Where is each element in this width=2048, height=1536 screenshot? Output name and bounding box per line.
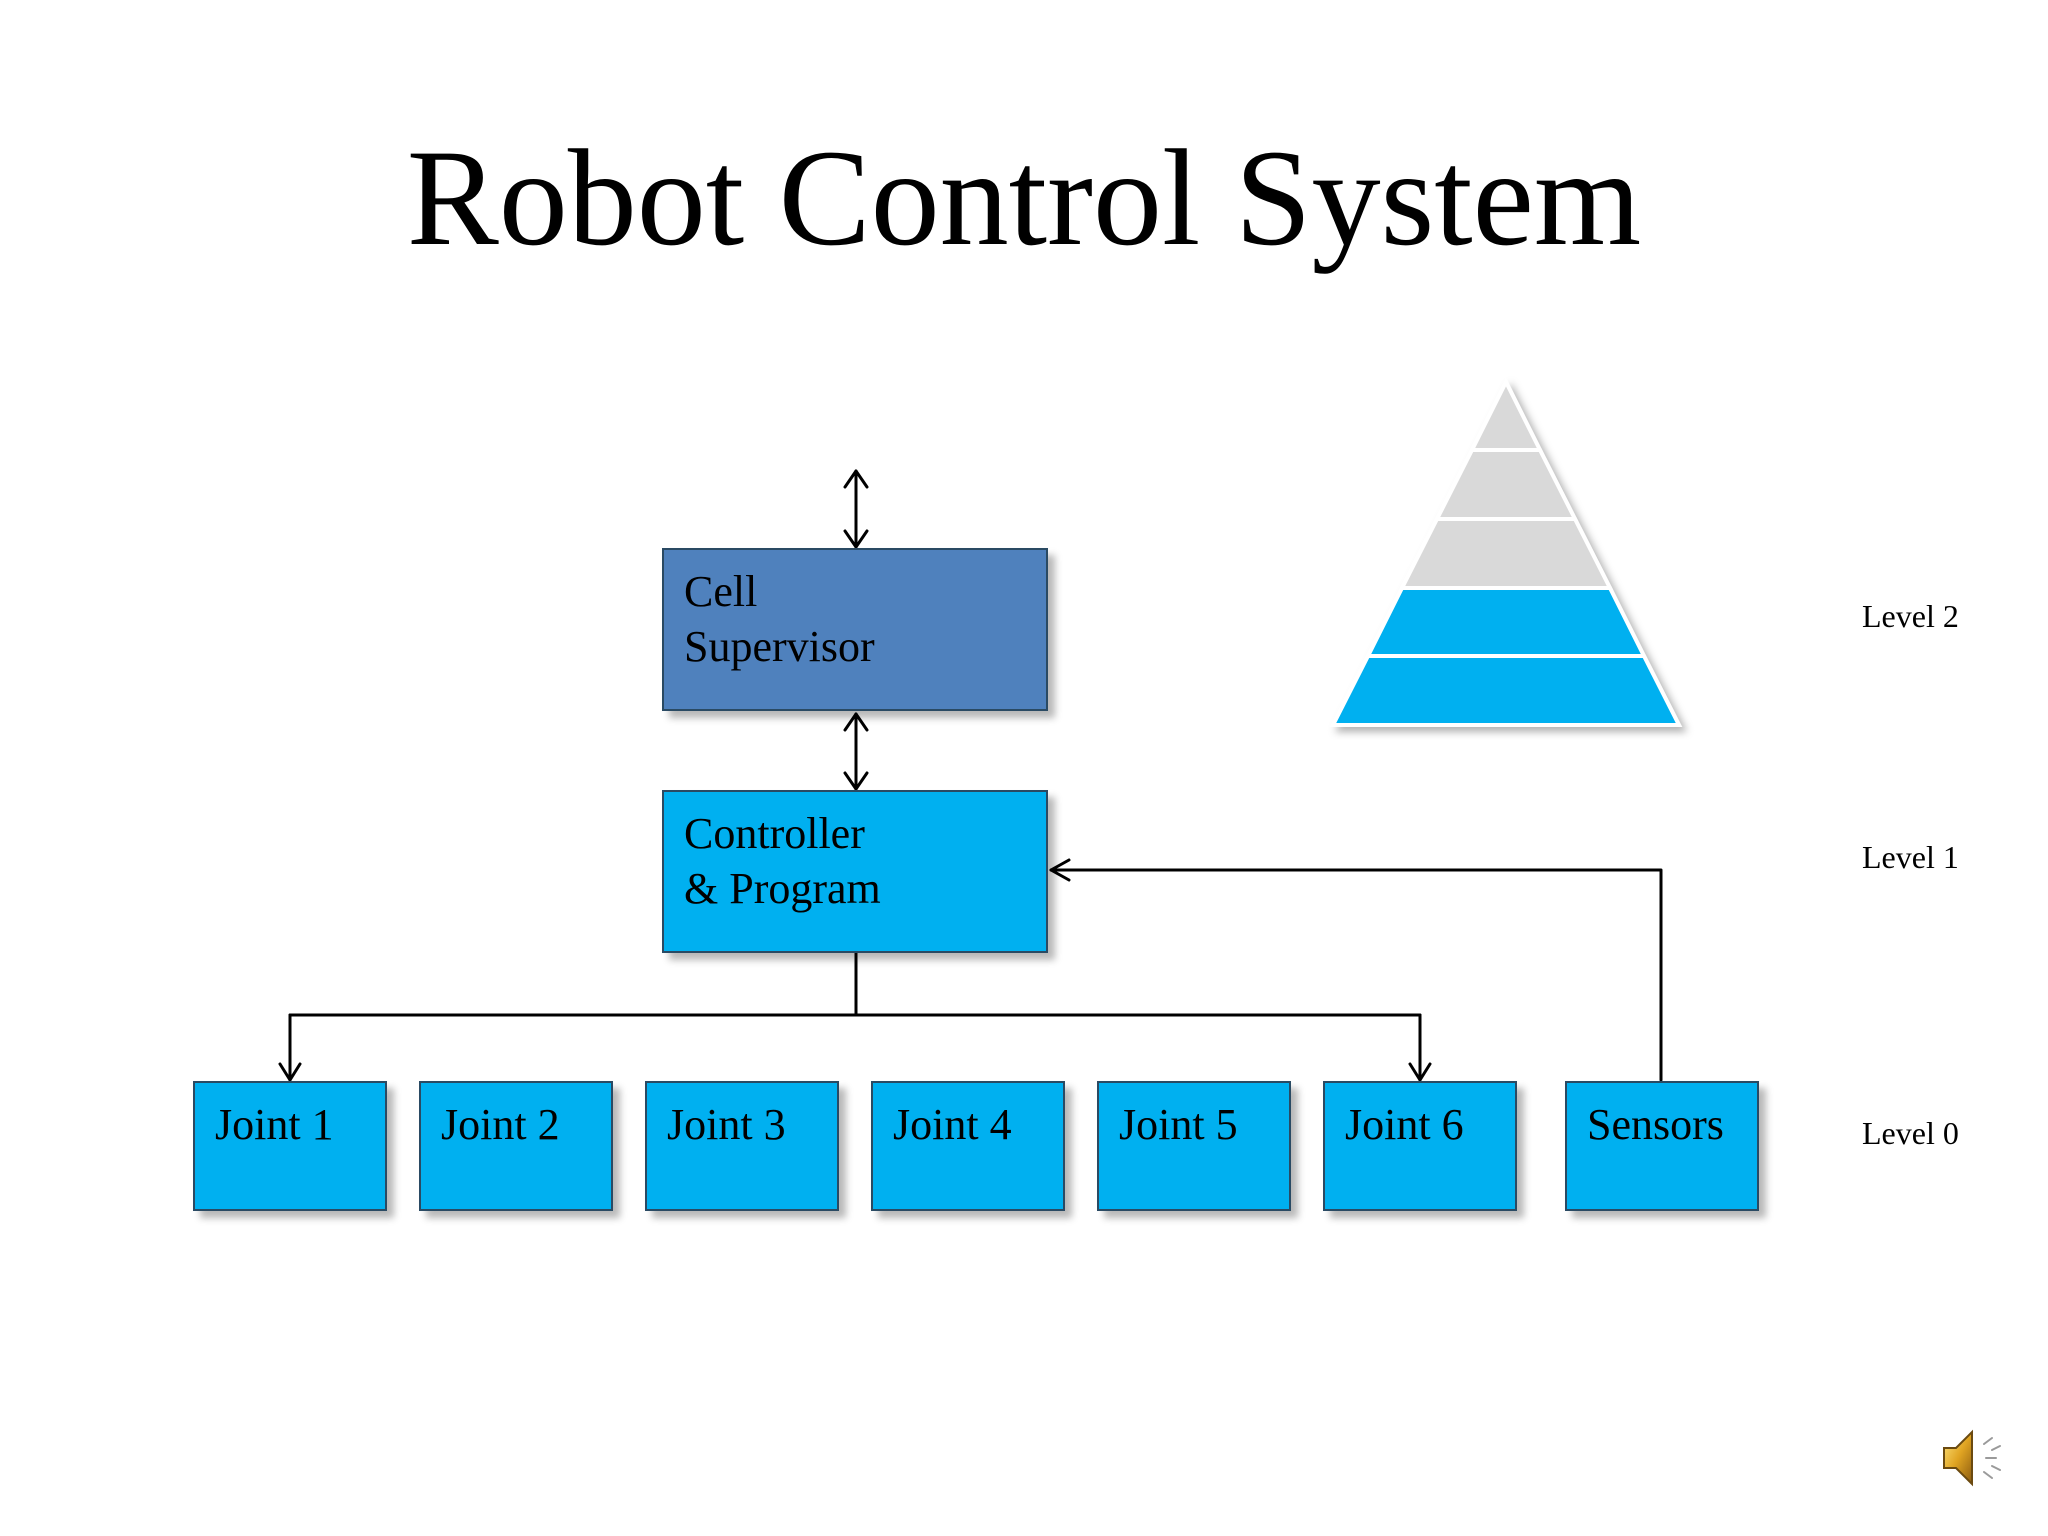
joint-1-box: Joint 1 — [193, 1081, 387, 1211]
pyramid-layer-1 — [1329, 654, 1683, 727]
sensors-label: Sensors — [1587, 1100, 1724, 1149]
joint-6-label: Joint 6 — [1345, 1100, 1464, 1149]
joint-2-label: Joint 2 — [441, 1100, 560, 1149]
joint-5-box: Joint 5 — [1097, 1081, 1291, 1211]
joint-3-label: Joint 3 — [667, 1100, 786, 1149]
cell-supervisor-label-line1: Cell — [684, 567, 758, 616]
controller-box: Controller & Program — [662, 790, 1048, 953]
cell-supervisor-box: Cell Supervisor — [662, 548, 1048, 711]
joint-4-label: Joint 4 — [893, 1100, 1012, 1149]
joint-2-box: Joint 2 — [419, 1081, 613, 1211]
joint-5-label: Joint 5 — [1119, 1100, 1238, 1149]
level-0-label: Level 0 — [1862, 1115, 1959, 1151]
joint-6-box: Joint 6 — [1323, 1081, 1517, 1211]
sensors-box: Sensors — [1565, 1081, 1759, 1211]
sensor-feedback-line — [1049, 868, 1663, 1082]
pyramid-layer-4 — [1433, 448, 1579, 521]
controller-label-line2: & Program — [684, 864, 881, 913]
pyramid-layer-2 — [1364, 586, 1648, 658]
slide-title: Robot Control System — [406, 121, 1642, 274]
pyramid-layer-5 — [1468, 377, 1544, 452]
joint-3-box: Joint 3 — [645, 1081, 839, 1211]
joint-1-label: Joint 1 — [215, 1100, 334, 1149]
level-2-label: Level 2 — [1862, 598, 1959, 634]
joint-4-box: Joint 4 — [871, 1081, 1065, 1211]
speaker-icon[interactable] — [1938, 1424, 2010, 1492]
cell-supervisor-label-line2: Supervisor — [684, 622, 875, 671]
pyramid-layer-3 — [1398, 517, 1614, 590]
controller-label-line1: Controller — [684, 809, 865, 858]
level-1-label: Level 1 — [1862, 839, 1959, 875]
hierarchy-pyramid — [1329, 377, 1683, 727]
